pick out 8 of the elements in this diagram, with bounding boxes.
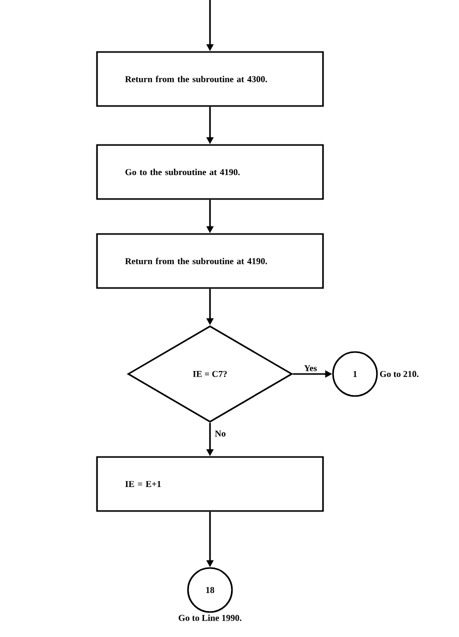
node-caption: Go to Line 1990. [178, 614, 242, 621]
process-box: Return from the subroutine at 4300. [96, 51, 324, 107]
node-caption: Go to 210. [380, 370, 418, 378]
process-box: Go to the subroutine at 4190. [96, 144, 324, 200]
edge-label: No [214, 430, 226, 437]
process-box: IE = E+1 [96, 456, 324, 512]
process-box: Return from the subroutine at 4190. [96, 233, 324, 289]
edge-label: Yes [304, 365, 317, 372]
